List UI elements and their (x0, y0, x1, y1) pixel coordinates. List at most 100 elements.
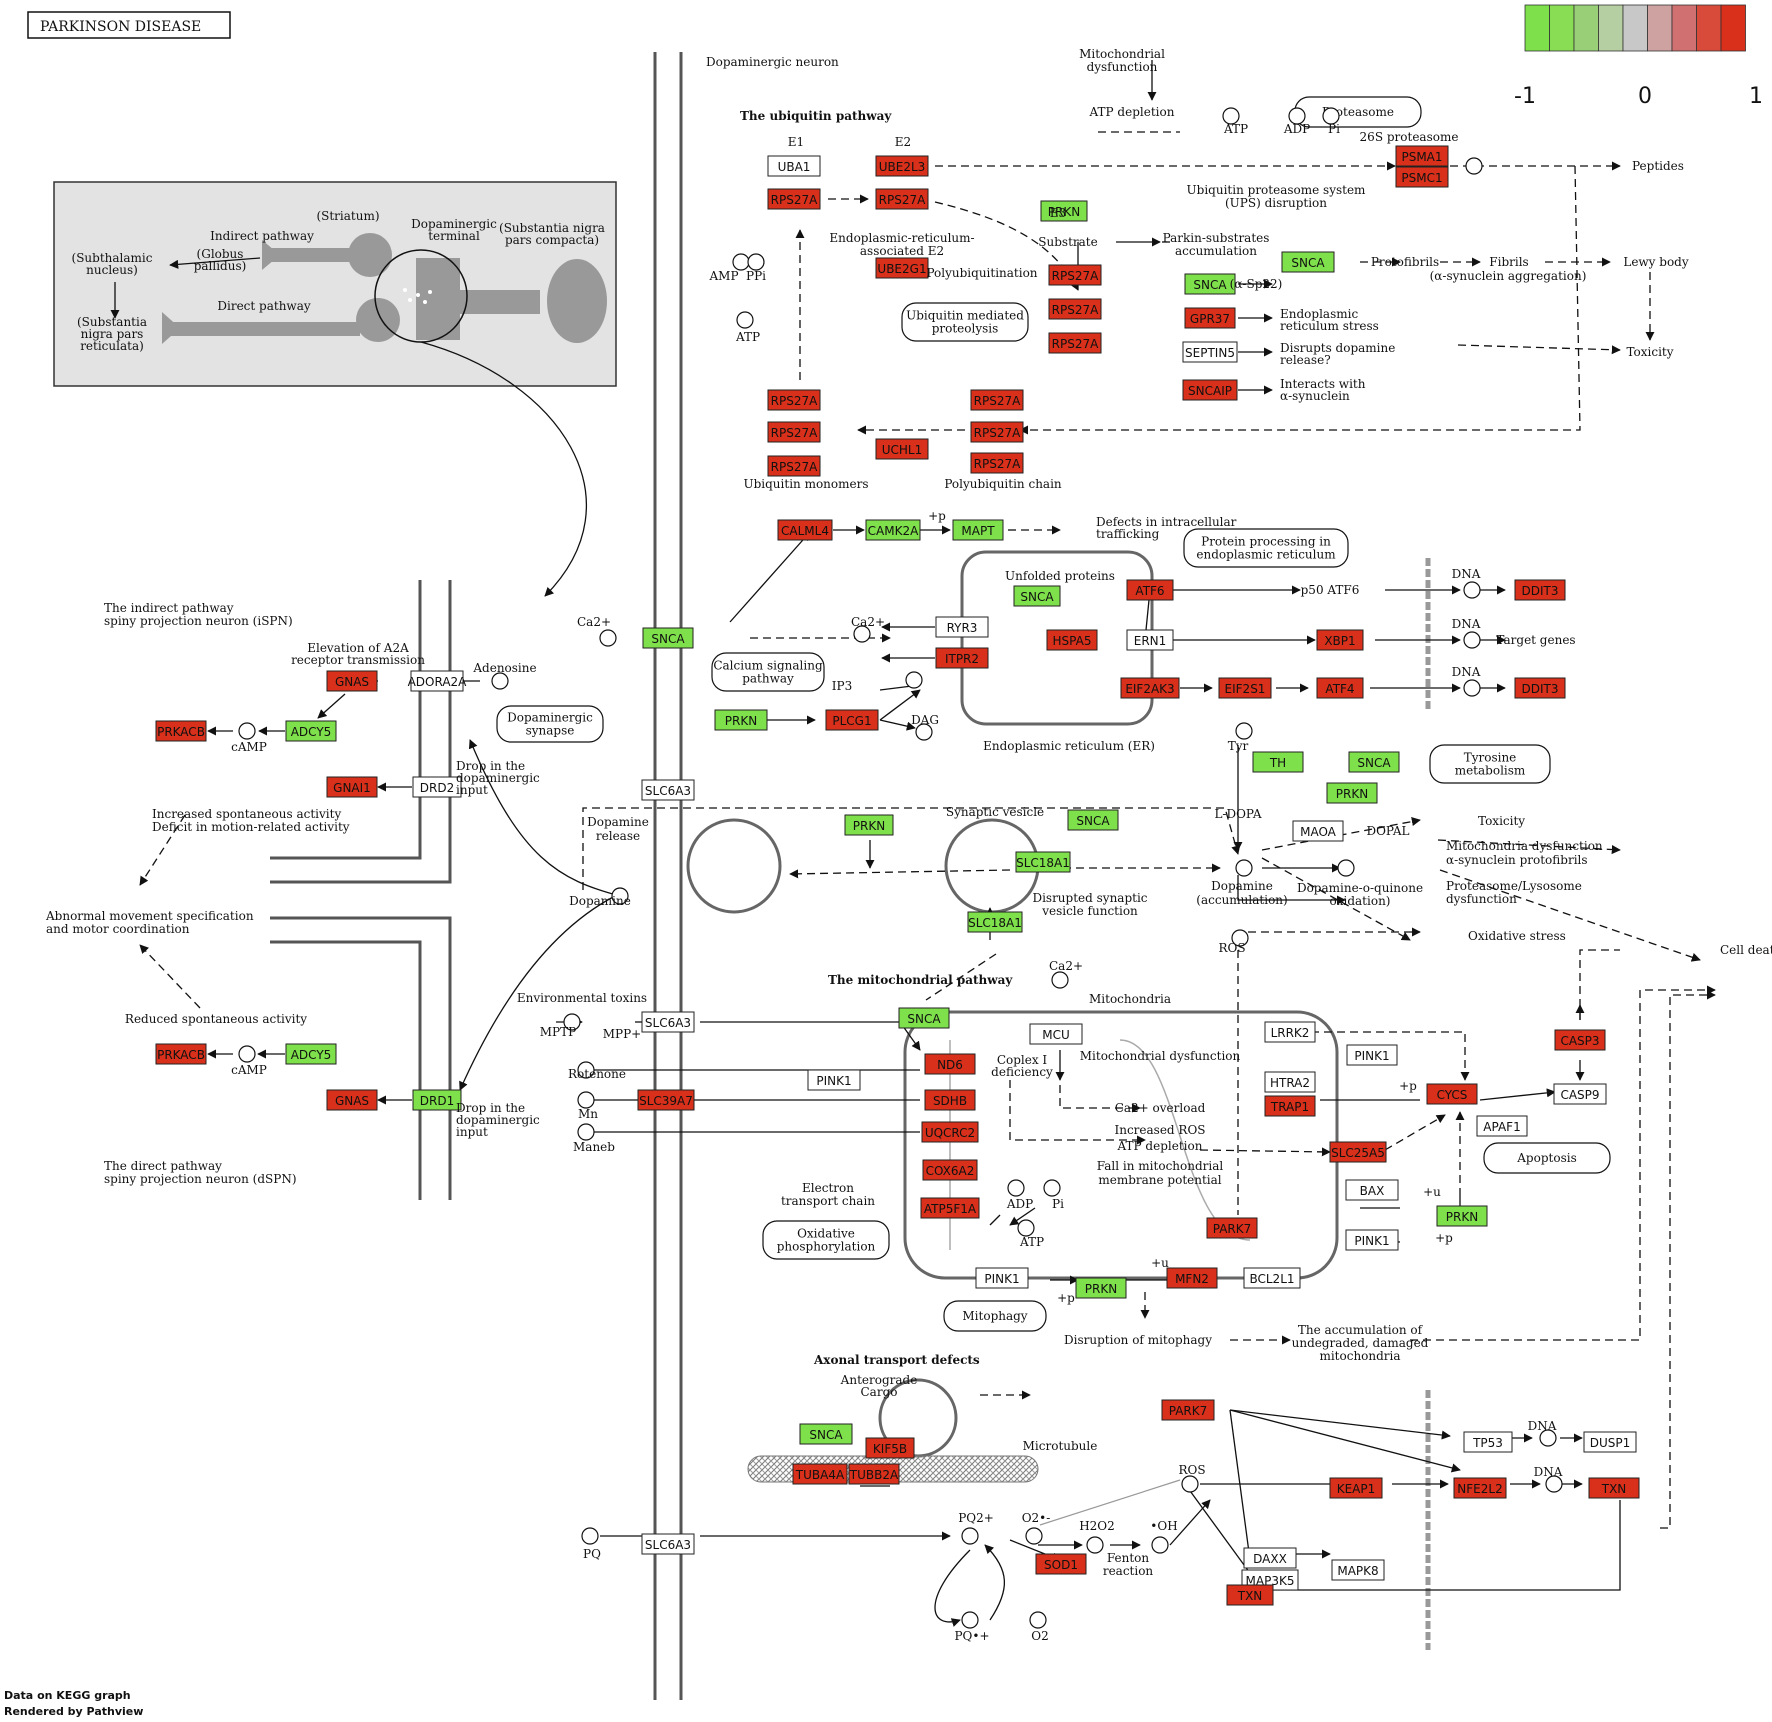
gene-node-txn[interactable]: TXN (1226, 1584, 1274, 1606)
gene-node-mcu[interactable]: MCU (1029, 1023, 1083, 1045)
gene-node-calml4[interactable]: CALML4 (777, 519, 833, 541)
compound-node[interactable] (961, 1527, 979, 1545)
gene-node-atf4[interactable]: ATF4 (1316, 677, 1364, 699)
compound-node[interactable] (1539, 1429, 1557, 1447)
gene-node-kif5b[interactable]: KIF5B (865, 1437, 915, 1459)
gene-node-daxx[interactable]: DAXX (1243, 1547, 1297, 1569)
gene-node-rps27a[interactable]: RPS27A (767, 421, 821, 443)
gene-node-tuba4a[interactable]: TUBA4A (792, 1463, 848, 1485)
gene-node-htra2[interactable]: HTRA2 (1264, 1071, 1316, 1093)
compound-node[interactable] (491, 672, 509, 690)
gene-node-plcg1[interactable]: PLCG1 (825, 709, 879, 731)
compound-node[interactable] (1051, 971, 1069, 989)
gene-node-pink1[interactable]: PINK1 (1345, 1229, 1399, 1251)
gene-node-prkn[interactable]: PRKN (1075, 1277, 1127, 1299)
pathway-link-c9[interactable]: Mitophagy (943, 1300, 1047, 1332)
gene-node-slc25a5[interactable]: SLC25A5 (1329, 1141, 1387, 1163)
gene-node-slc6a3[interactable]: SLC6A3 (641, 779, 695, 801)
gene-node-prkn[interactable]: PRKN (1040, 200, 1088, 222)
gene-node-pink1[interactable]: PINK1 (975, 1267, 1029, 1289)
gene-node-nfe2l2[interactable]: NFE2L2 (1453, 1477, 1507, 1499)
gene-node-rps27a[interactable]: RPS27A (970, 421, 1024, 443)
gene-node-atp5f1a[interactable]: ATP5F1A (920, 1197, 980, 1219)
gene-node-prkn[interactable]: PRKN (1436, 1205, 1488, 1227)
gene-node-snca[interactable]: SNCA (1184, 273, 1236, 295)
gene-node-casp9[interactable]: CASP9 (1553, 1083, 1607, 1105)
gene-node-ern1[interactable]: ERN1 (1126, 629, 1174, 651)
compound-node[interactable] (905, 671, 923, 689)
gene-node-ddit3[interactable]: DDIT3 (1514, 579, 1566, 601)
gene-node-rps27a[interactable]: RPS27A (1048, 332, 1102, 354)
gene-node-maoa[interactable]: MAOA (1292, 820, 1344, 842)
gene-node-snca[interactable]: SNCA (1013, 585, 1061, 607)
gene-node-snca[interactable]: SNCA (1067, 809, 1119, 831)
gene-node-septin5[interactable]: SEPTIN5 (1182, 341, 1238, 363)
gene-node-adcy5[interactable]: ADCY5 (285, 1043, 337, 1065)
compound-node[interactable] (1086, 1536, 1104, 1554)
gene-node-sod1[interactable]: SOD1 (1035, 1553, 1087, 1575)
gene-node-hspa5[interactable]: HSPA5 (1046, 629, 1098, 651)
compound-node[interactable] (577, 1091, 595, 1109)
gene-node-rps27a[interactable]: RPS27A (767, 455, 821, 477)
gene-node-nd6[interactable]: ND6 (924, 1053, 976, 1075)
gene-node-camk2a[interactable]: CAMK2A (865, 519, 921, 541)
compound-node[interactable] (563, 1013, 581, 1031)
compound-node[interactable] (599, 629, 617, 647)
gene-node-slc6a3[interactable]: SLC6A3 (641, 1533, 695, 1555)
gene-node-uchl1[interactable]: UCHL1 (875, 438, 929, 460)
gene-node-bcl2l1[interactable]: BCL2L1 (1243, 1267, 1301, 1289)
compound-node[interactable] (238, 722, 256, 740)
gene-node-uqcrc2[interactable]: UQCRC2 (921, 1121, 979, 1143)
gene-node-ube2l3[interactable]: UBE2L3 (875, 155, 929, 177)
gene-node-eif2ak3[interactable]: EIF2AK3 (1120, 677, 1180, 699)
compound-node[interactable] (961, 1611, 979, 1629)
gene-node-tubb2a[interactable]: TUBB2A (848, 1463, 900, 1485)
gene-node-slc39a7[interactable]: SLC39A7 (637, 1089, 695, 1111)
gene-node-snca[interactable]: SNCA (1348, 751, 1400, 773)
gene-node-prkn[interactable]: PRKN (1326, 782, 1378, 804)
gene-node-sdhb[interactable]: SDHB (924, 1089, 976, 1111)
gene-node-lrrk2[interactable]: LRRK2 (1264, 1021, 1316, 1043)
gene-node-park7[interactable]: PARK7 (1206, 1217, 1258, 1239)
gene-node-rps27a[interactable]: RPS27A (875, 188, 929, 210)
compound-node[interactable] (732, 253, 750, 271)
gene-node-uba1[interactable]: UBA1 (767, 155, 821, 177)
gene-node-rps27a[interactable]: RPS27A (1048, 298, 1102, 320)
compound-node[interactable] (1463, 679, 1481, 697)
compound-node[interactable] (1151, 1536, 1169, 1554)
compound-node[interactable] (1181, 1475, 1199, 1493)
gene-node-gnas[interactable]: GNAS (326, 670, 378, 692)
gene-node-gpr37[interactable]: GPR37 (1184, 307, 1236, 329)
gene-node-pink1[interactable]: PINK1 (1346, 1044, 1398, 1066)
gene-node-cycs[interactable]: CYCS (1426, 1083, 1478, 1105)
gene-node-gnai1[interactable]: GNAI1 (326, 776, 378, 798)
gene-node-park7[interactable]: PARK7 (1161, 1399, 1215, 1421)
compound-node[interactable] (581, 1527, 599, 1545)
gene-node-mapt[interactable]: MAPT (952, 519, 1004, 541)
gene-node-dusp1[interactable]: DUSP1 (1583, 1431, 1637, 1453)
pathway-link-c1[interactable]: Proteasome (1294, 96, 1422, 128)
gene-node-psma1[interactable]: PSMA1 (1395, 145, 1449, 167)
compound-node[interactable] (915, 723, 933, 741)
gene-node-mapk8[interactable]: MAPK8 (1331, 1559, 1385, 1581)
gene-node-eif2s1[interactable]: EIF2S1 (1218, 677, 1272, 699)
compound-node[interactable] (1322, 107, 1340, 125)
gene-node-drd1[interactable]: DRD1 (412, 1089, 462, 1111)
compound-node[interactable] (747, 253, 765, 271)
gene-node-rps27a[interactable]: RPS27A (970, 452, 1024, 474)
gene-node-drd2[interactable]: DRD2 (412, 776, 462, 798)
compound-node[interactable] (1235, 859, 1253, 877)
compound-node[interactable] (577, 1061, 595, 1079)
gene-node-ddit3[interactable]: DDIT3 (1514, 677, 1566, 699)
compound-node[interactable] (853, 625, 871, 643)
gene-node-keap1[interactable]: KEAP1 (1329, 1477, 1383, 1499)
gene-node-bax[interactable]: BAX (1345, 1179, 1399, 1201)
compound-node[interactable] (1029, 1611, 1047, 1629)
compound-node[interactable] (1007, 1179, 1025, 1197)
gene-node-rps27a[interactable]: RPS27A (767, 188, 821, 210)
gene-node-rps27a[interactable]: RPS27A (1048, 264, 1102, 286)
gene-node-slc18a1[interactable]: SLC18A1 (1015, 851, 1071, 873)
